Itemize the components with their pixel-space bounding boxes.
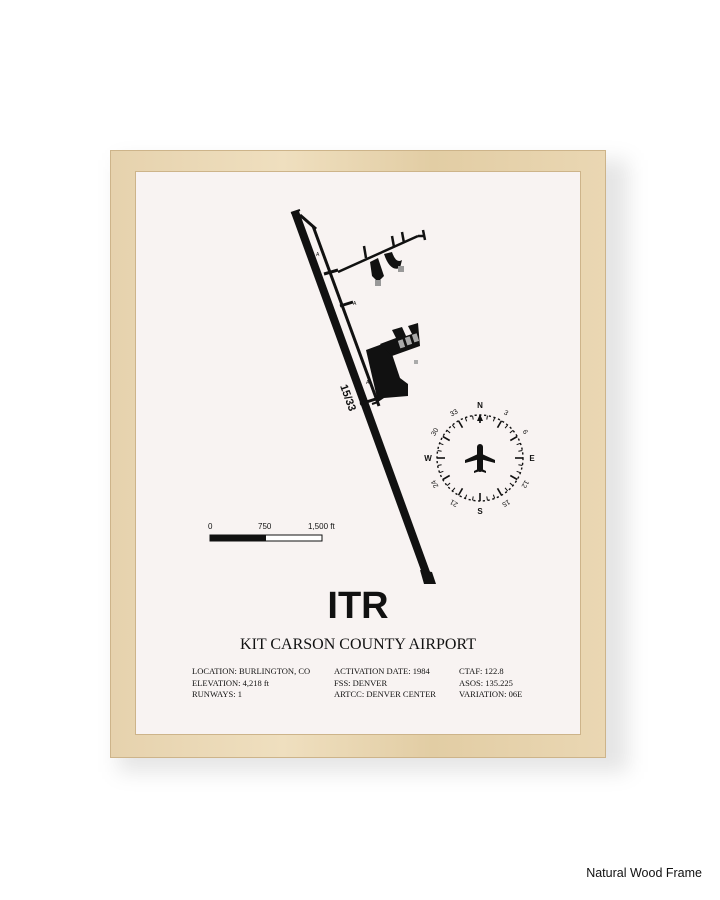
scale-label-750: 750: [258, 522, 272, 531]
heading-33: 33: [449, 408, 459, 418]
runway-15-33: [290, 209, 436, 584]
compass-tick: [457, 420, 464, 429]
heading-24: 24: [430, 479, 440, 489]
north-taxilanes: [337, 229, 427, 274]
compass-tick: [451, 424, 456, 429]
compass-tick: [496, 487, 503, 496]
compass-labels: N E S W: [424, 401, 535, 516]
compass-tick: [457, 487, 464, 496]
heading-30: 30: [430, 427, 440, 437]
compass-tick: [472, 496, 474, 501]
svg-text:A: A: [366, 380, 370, 386]
compass-e: E: [529, 454, 535, 463]
airport-code: ITR: [327, 585, 389, 627]
compass-tick: [446, 429, 451, 434]
compass-tick: [464, 494, 468, 499]
info-column-3: CTAF: 122.8 ASOS: 135.225 VARIATION: 06E: [459, 666, 522, 701]
compass-tick: [472, 415, 474, 420]
compass-tick: [509, 435, 518, 442]
compass-tick: [509, 429, 514, 434]
product-caption: Natural Wood Frame: [586, 866, 702, 880]
compass-tick: [446, 482, 451, 487]
compass-tick: [492, 494, 496, 499]
compass-tick: [486, 415, 488, 420]
north-arrow-icon: [477, 414, 483, 421]
compass-tick: [451, 487, 456, 492]
compass-tick: [504, 424, 509, 429]
compass-n: N: [477, 401, 483, 410]
compass-tick: [437, 464, 442, 466]
north-hangars: [370, 252, 404, 286]
compass-tick: [496, 420, 503, 429]
info-activation: ACTIVATION DATE: 1984: [334, 666, 430, 676]
info-column-2: ACTIVATION DATE: 1984 FSS: DENVER ARTCC:…: [334, 666, 436, 701]
compass-s: S: [477, 507, 483, 516]
info-fss: FSS: DENVER: [334, 677, 388, 688]
compass-tick: [437, 450, 442, 452]
svg-text:A: A: [353, 301, 357, 307]
heading-6: 6: [521, 429, 529, 436]
info-runways: RUNWAYS: 1: [192, 689, 242, 699]
parallel-taxiway: [299, 213, 383, 407]
info-location: LOCATION: BURLINGTON, CO: [192, 666, 311, 676]
info-ctaf: CTAF: 122.8: [459, 666, 504, 676]
scale-label-0: 0: [208, 522, 213, 531]
taxiway-markers: A A A: [316, 252, 370, 386]
info-elevation: ELEVATION: 4,218 ft: [192, 677, 270, 688]
compass-rose: N E S W 3 6 12 15 21 24 30 33: [424, 401, 535, 516]
compass-tick: [516, 470, 521, 474]
poster-mat: [136, 172, 580, 734]
compass-w: W: [424, 454, 432, 463]
airplane-icon: [465, 444, 495, 473]
scale-bar: [209, 534, 323, 542]
info-asos: ASOS: 135.225: [459, 677, 513, 688]
compass-tick: [518, 450, 523, 452]
compass-tick: [509, 474, 518, 481]
compass-tick: [439, 470, 444, 474]
compass-tick: [509, 482, 514, 487]
info-artcc: ARTCC: DENVER CENTER: [334, 689, 436, 699]
heading-12: 12: [520, 479, 530, 489]
main-apron: [366, 323, 420, 405]
heading-3: 3: [502, 409, 509, 417]
compass-tick: [492, 417, 496, 422]
compass-headings: 3 6 12 15 21 24 30 33: [430, 408, 529, 507]
scale-label-1500: 1,500 ft: [308, 522, 335, 531]
heading-21: 21: [449, 498, 459, 508]
compass-tick: [516, 442, 521, 446]
heading-15: 15: [501, 498, 511, 508]
svg-text:A: A: [316, 252, 320, 258]
compass-tick: [464, 417, 468, 422]
info-variation: VARIATION: 06E: [459, 689, 523, 699]
compass-tick: [504, 487, 509, 492]
info-column-1: LOCATION: BURLINGTON, CO ELEVATION: 4,21…: [192, 666, 310, 701]
compass-tick: [518, 464, 523, 466]
compass-tick: [442, 474, 451, 481]
airport-name: KIT CARSON COUNTY AIRPORT: [240, 636, 476, 653]
compass-tick: [439, 442, 444, 446]
compass-tick: [442, 435, 451, 442]
compass-tick: [486, 496, 488, 501]
